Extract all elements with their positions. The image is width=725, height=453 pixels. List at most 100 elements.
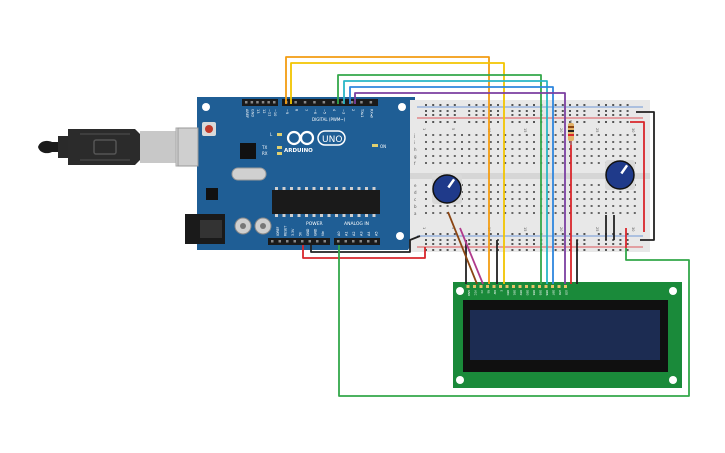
power-pin-label: 3.3V [291, 228, 295, 236]
lcd-pin [531, 285, 535, 288]
wire-cyan-pin4 [343, 80, 548, 135]
breadboard-row-letter: c [414, 197, 416, 202]
breadboard-column-number: 15 [523, 128, 527, 132]
breadboard-row-letter: e [414, 183, 417, 188]
atmega-chip [272, 190, 380, 214]
lcd-pin-label: DB4 [532, 290, 536, 296]
breadboard-row-letter: f [414, 161, 416, 166]
lcd-pin-label: DB2 [519, 290, 523, 296]
digital-pin-label: 13 [256, 109, 260, 113]
breadboard-column-number: 20 [559, 227, 563, 231]
lcd-pin [473, 285, 476, 288]
power-pin-label: GND [314, 228, 318, 236]
lcd-pin-label: E [500, 290, 504, 292]
digital-pin-label: GND [251, 109, 255, 117]
lcd-pin-label: DB7 [552, 290, 556, 296]
digital-pin-label: ~9 [285, 109, 289, 114]
wires [285, 56, 690, 397]
breadboard-row-letter: i [414, 140, 415, 145]
lcd-pin [466, 285, 470, 288]
breadboard-column-number: 30 [631, 128, 635, 132]
analog-pin-label: A4 [367, 231, 371, 236]
breadboard-column-number: 1 [422, 227, 426, 229]
usb-jack [177, 127, 199, 167]
digital-pin-label: RX◂0 [370, 109, 374, 118]
lcd-pin-label: GND [467, 290, 471, 296]
digital-pin-label: TX▸1 [360, 108, 364, 118]
breadboard-row-letter: h [414, 147, 417, 152]
lcd-pin [512, 285, 515, 288]
lcd-pin [551, 285, 554, 288]
crystal-oscillator [231, 167, 267, 181]
digital-pin-label: 8 [294, 109, 298, 111]
wire-yellow-pin11 [290, 62, 505, 135]
potentiometer-left[interactable] [432, 174, 462, 204]
lcd-pin-label: DB0 [506, 290, 510, 296]
arduino-brand: ARDUINO [284, 148, 313, 154]
lcd-pin [486, 285, 489, 288]
digital-pin-label: 4 [332, 109, 336, 112]
digital-pin-label: AREF [245, 109, 249, 118]
lcd-pin-label: RS [487, 290, 491, 294]
uno-model: UNO [322, 135, 342, 145]
breadboard-column-number: 20 [559, 128, 563, 132]
breadboard-column-number: 15 [523, 227, 527, 231]
analog-pin-label: A0 [337, 231, 341, 236]
lcd-pin [544, 285, 548, 288]
lcd-pin [564, 285, 567, 288]
lcd-pin-label: VCC [474, 290, 478, 296]
breadboard-row-letter: g [414, 154, 417, 159]
breadboard-row-letter: j [413, 133, 415, 138]
lcd-pin-label: LED [565, 290, 569, 295]
potentiometer-right[interactable] [605, 160, 635, 190]
power-header-label: POWER [306, 221, 323, 227]
lcd-pin [538, 285, 541, 288]
breadboard-column-number: 25 [595, 128, 599, 132]
digital-pin-label: 12 [262, 109, 266, 113]
l-led-label: L [270, 132, 273, 137]
wire-black-gnd [310, 235, 421, 253]
lcd-pin [499, 285, 502, 288]
wire-magenta-lcd-v0 [459, 227, 484, 285]
breadboard-column-number: 30 [631, 227, 635, 231]
wire-brown-lcd-vcc [447, 211, 478, 285]
on-led-label: ON [380, 144, 386, 149]
digital-header-label: DIGITAL (PWM~) [312, 117, 346, 122]
analog-pin-label: A5 [375, 231, 379, 236]
wire-green-pin5 [337, 74, 542, 135]
lcd-pin-label: DB5 [539, 290, 543, 296]
analog-header-label: ANALOG IN [344, 221, 369, 227]
lcd-pin [479, 285, 483, 288]
analog-pin-label: A3 [360, 231, 364, 236]
wire-red-right-rail [630, 121, 645, 232]
reset-button-cap[interactable] [205, 125, 213, 133]
lcd-screen [470, 310, 660, 360]
breadboard-row-letter: b [414, 204, 417, 209]
breadboard-row-letter: d [414, 190, 417, 195]
breadboard-column-number: 1 [422, 128, 426, 130]
lcd-pin [518, 285, 522, 288]
digital-pin-label: ~5 [323, 109, 327, 114]
analog-pin-label: A2 [352, 231, 356, 236]
digital-pin-label: 7 [304, 109, 308, 111]
lcd-pin-label: DB1 [513, 290, 517, 296]
power-pin-label: GND [306, 228, 310, 236]
wire-green-a0-loop [338, 245, 690, 397]
wire-orange-pin12 [285, 56, 490, 135]
arduino-logo: ARDUINO UNO [284, 130, 346, 154]
lcd-pin-label: DB6 [545, 290, 549, 296]
wire-black-right-rail [636, 111, 655, 241]
lcd-pin [525, 285, 528, 288]
digital-pin-label: 2 [351, 109, 355, 111]
wire-blue-pin3 [349, 86, 554, 135]
lcd-pin-label: V0 [480, 290, 484, 294]
digital-pin-label: ~6 [313, 109, 317, 114]
lcd-pin-label: DB3 [526, 290, 530, 296]
tx-led-label: TX [261, 145, 267, 150]
digital-pin-label: ~10 [273, 109, 277, 116]
power-pin-label: Vin [321, 231, 325, 236]
